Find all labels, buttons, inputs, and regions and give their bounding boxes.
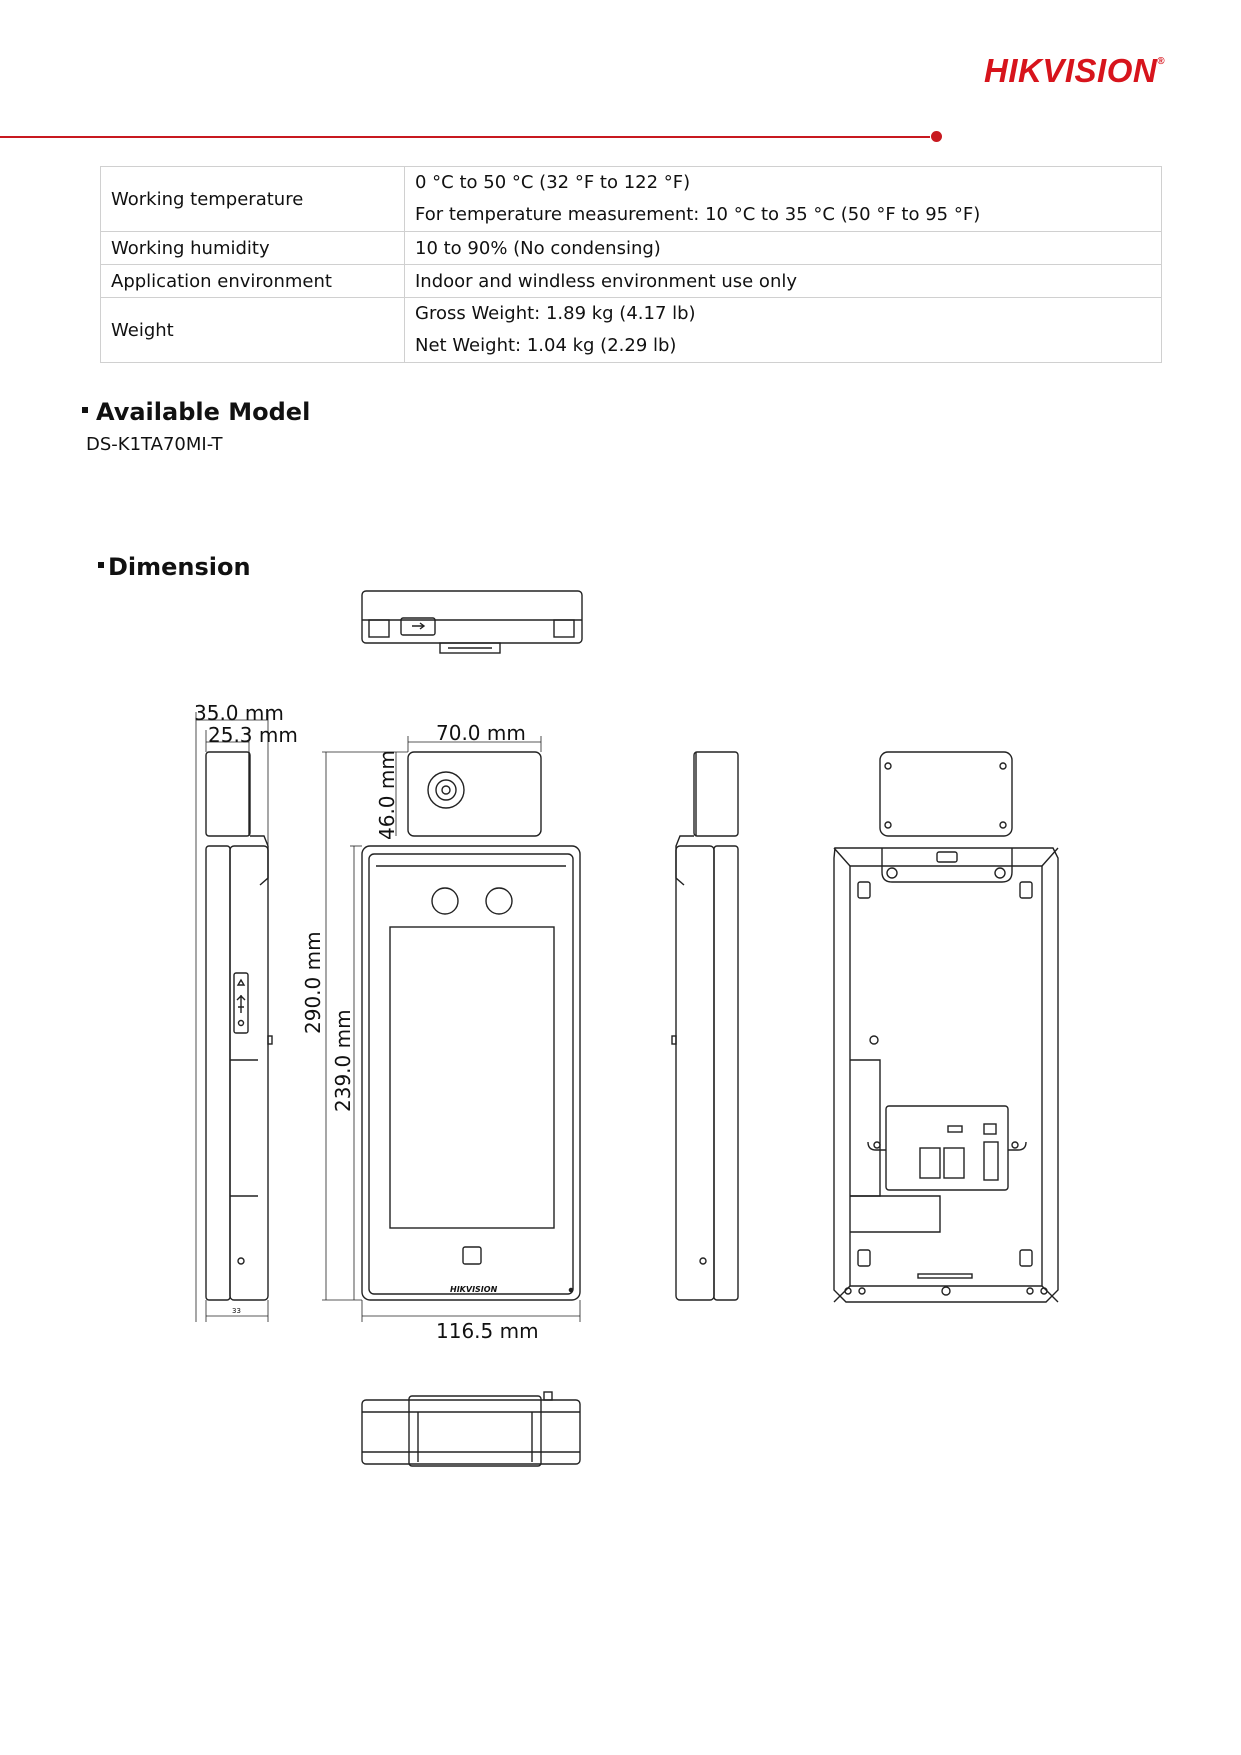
logo-text: HIKVISION: [984, 52, 1158, 89]
spec-value: 0 °C to 50 °C (32 °F to 122 °F) For temp…: [404, 166, 1162, 232]
dim-total-height: 290.0 mm: [301, 931, 325, 1034]
dim-depth-total: 35.0 mm: [194, 701, 284, 725]
top-view: [361, 590, 583, 654]
dim-body-width: 116.5 mm: [436, 1319, 539, 1343]
hikvision-logo: HIKVISION®: [984, 52, 1184, 92]
dim-module-width: 70.0 mm: [436, 721, 526, 745]
spec-row-weight: Weight Gross Weight: 1.89 kg (4.17 lb) N…: [100, 297, 1162, 363]
spec-key: Application environment: [100, 264, 405, 298]
spec-row-application-environment: Application environment Indoor and windl…: [100, 264, 1162, 298]
device-brand-label: HIKVISION: [450, 1285, 498, 1294]
model-number: DS-K1TA70MI-T: [86, 434, 223, 455]
spec-table: Working temperature 0 °C to 50 °C (32 °F…: [100, 166, 1162, 363]
spec-row-working-temperature: Working temperature 0 °C to 50 °C (32 °F…: [100, 166, 1162, 232]
dimension-drawing: 35.0 mm 25.3 mm 33 HIKVISION 70.0 mm 116…: [194, 590, 1059, 1467]
spec-key: Weight: [100, 297, 405, 363]
spec-value-line: Net Weight: 1.04 kg (2.29 lb): [415, 335, 677, 356]
dim-depth-body: 25.3 mm: [208, 723, 298, 747]
bullet-icon: [82, 407, 88, 413]
dimension-title: Dimension: [108, 553, 251, 581]
spec-value: Indoor and windless environment use only: [404, 264, 1162, 298]
spec-row-working-humidity: Working humidity 10 to 90% (No condensin…: [100, 231, 1162, 265]
available-model-heading: Available Model: [82, 398, 310, 426]
available-model-title: Available Model: [96, 398, 311, 426]
spec-key: Working temperature: [100, 166, 405, 232]
header-rule: [0, 136, 930, 138]
spec-value-line: 0 °C to 50 °C (32 °F to 122 °F): [415, 172, 691, 193]
spec-value-line: For temperature measurement: 10 °C to 35…: [415, 204, 981, 225]
spec-value: 10 to 90% (No condensing): [404, 231, 1162, 265]
bottom-view: [361, 1391, 581, 1467]
spec-key: Working humidity: [100, 231, 405, 265]
spec-value-line: Gross Weight: 1.89 kg (4.17 lb): [415, 303, 696, 324]
bullet-icon: [98, 562, 104, 568]
dimension-heading: Dimension: [98, 553, 251, 581]
left-side-view: [195, 712, 273, 1322]
dim-small-label: 33: [232, 1307, 241, 1315]
right-side-view: [671, 751, 739, 1301]
dim-module-height: 46.0 mm: [375, 750, 399, 840]
front-view: [322, 736, 581, 1322]
spec-value: Gross Weight: 1.89 kg (4.17 lb) Net Weig…: [404, 297, 1162, 363]
logo-registered-mark: ®: [1157, 56, 1166, 67]
rear-view: [833, 751, 1059, 1303]
dim-body-height: 239.0 mm: [331, 1009, 355, 1112]
header-rule-dot: [931, 131, 942, 142]
